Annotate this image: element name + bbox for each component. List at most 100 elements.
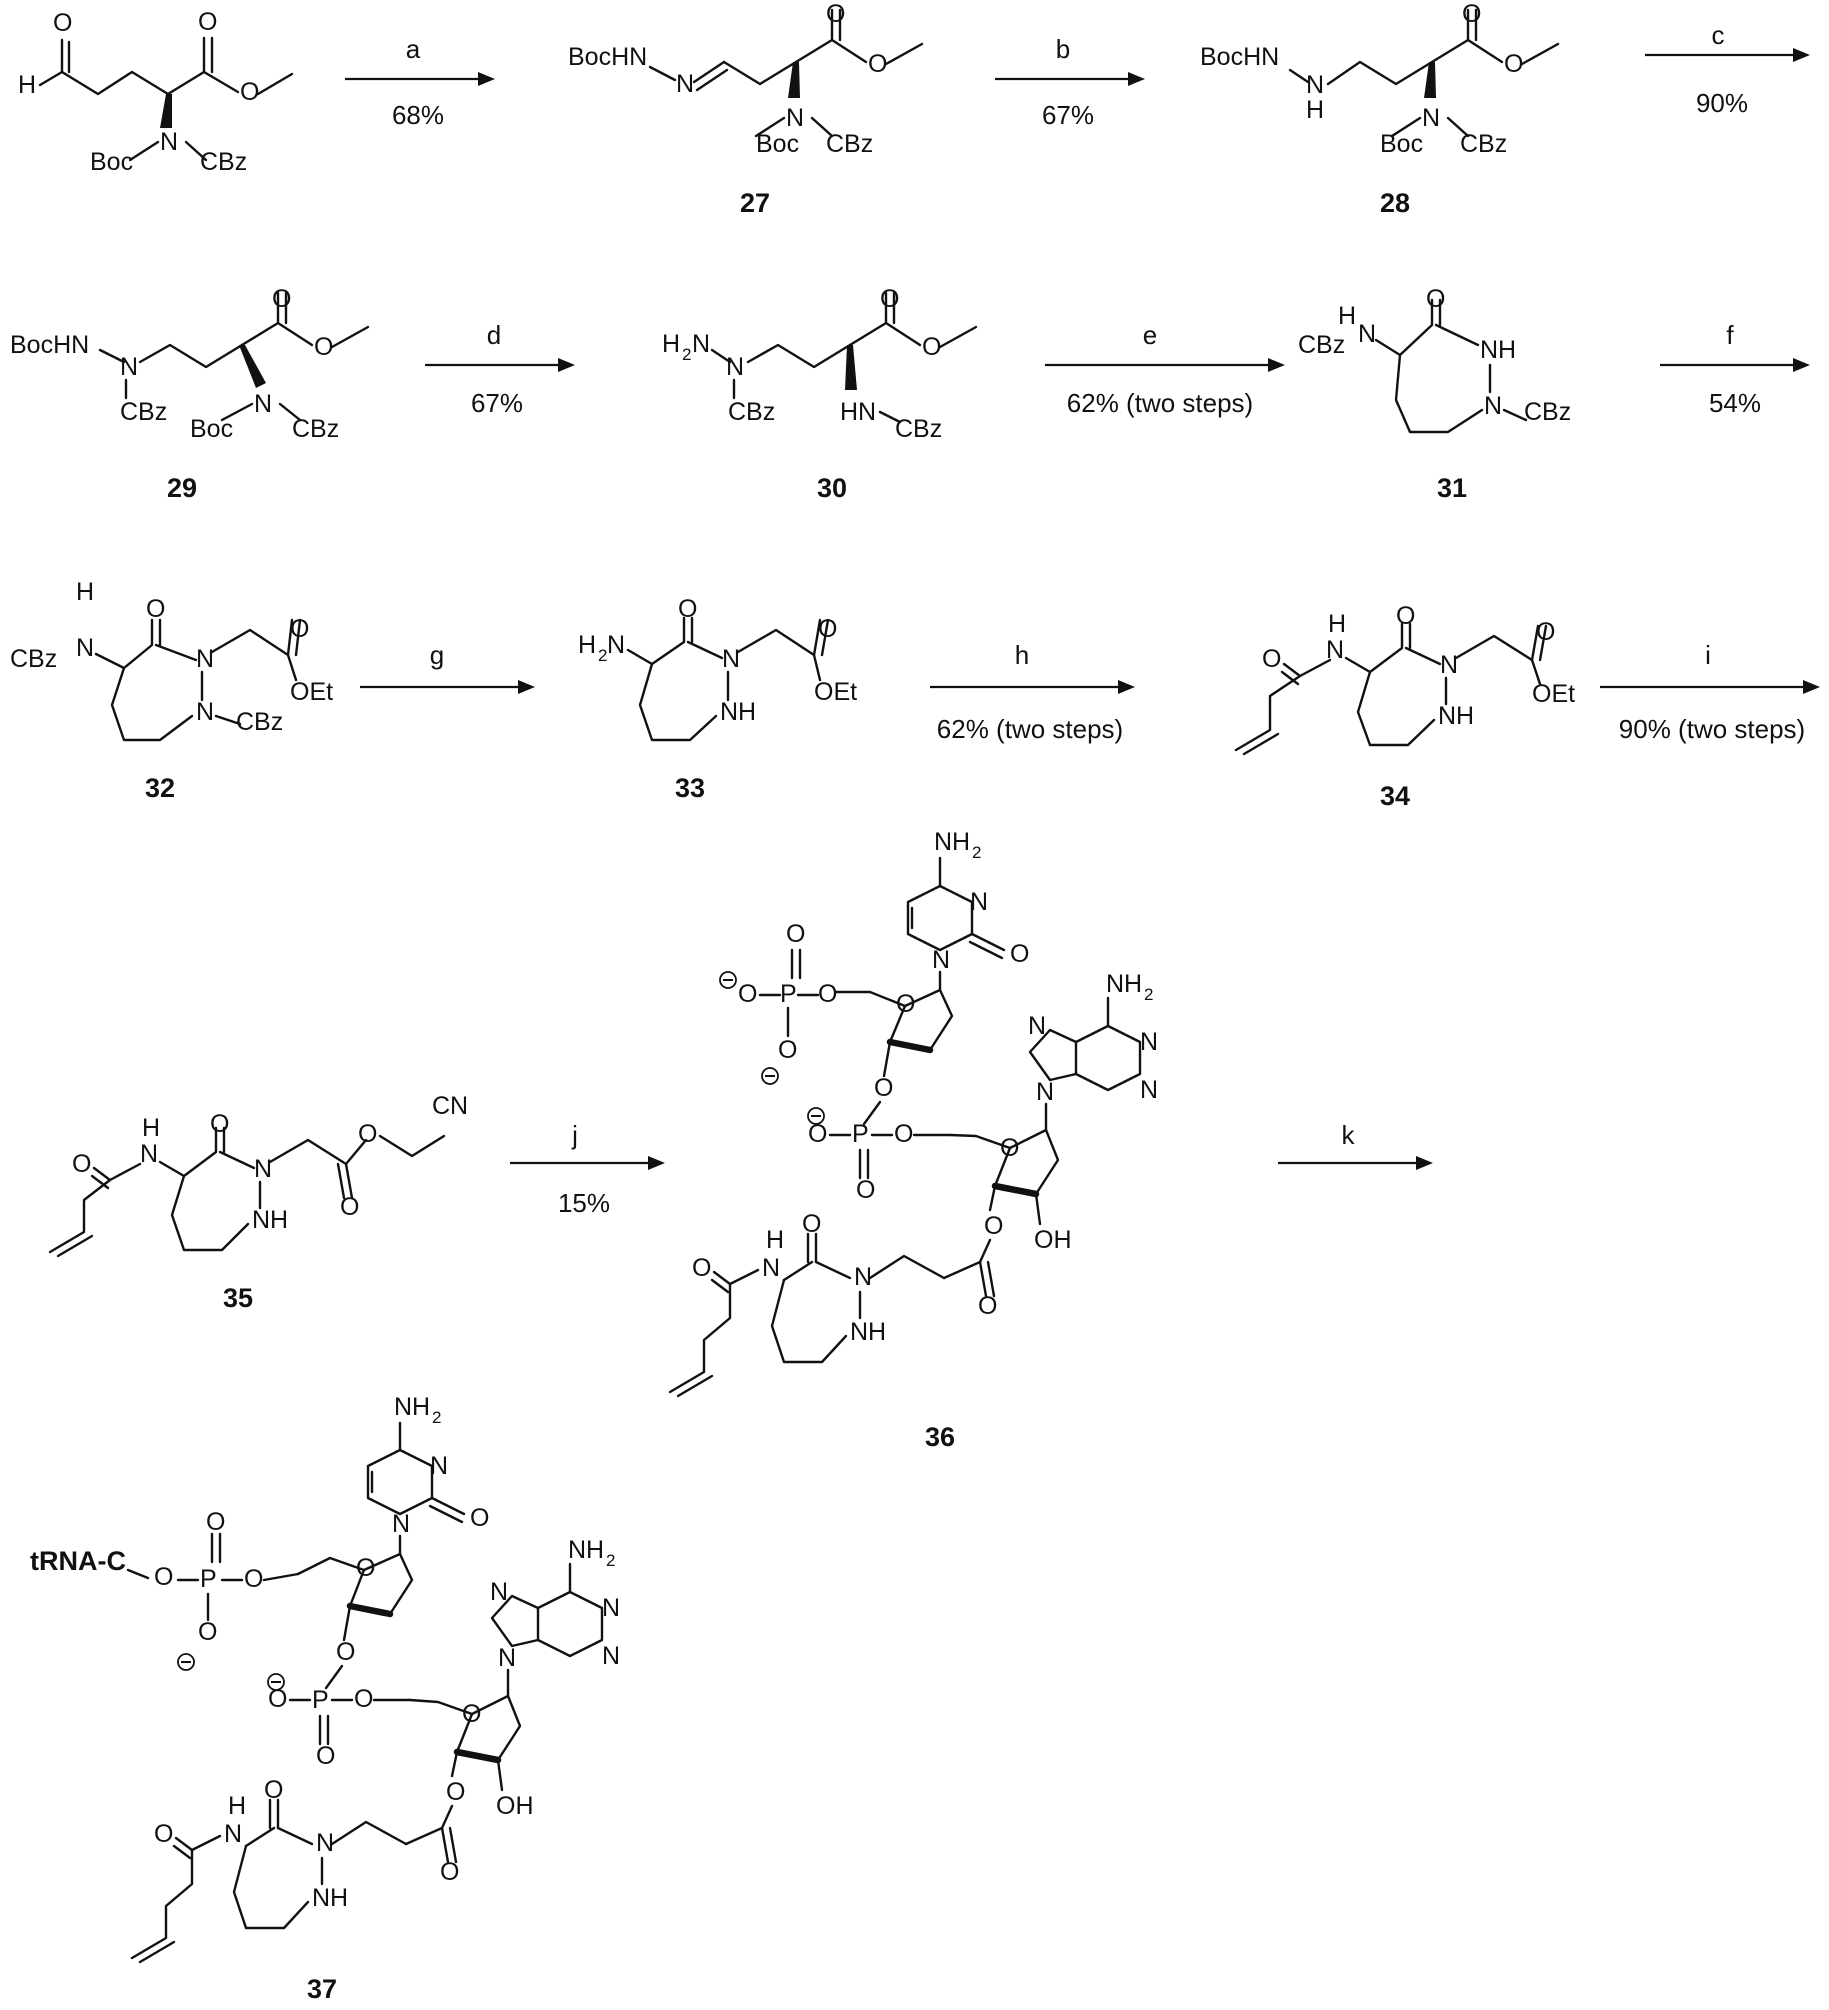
svg-text:O: O — [72, 1150, 91, 1178]
svg-text:62% (two steps): 62% (two steps) — [1067, 388, 1253, 418]
svg-text:Boc: Boc — [1380, 130, 1423, 158]
svg-text:N: N — [1036, 1078, 1054, 1106]
svg-text:N: N — [970, 888, 988, 916]
svg-text:O: O — [358, 1120, 377, 1148]
svg-text:H: H — [142, 1114, 160, 1142]
svg-text:j: j — [571, 1120, 578, 1150]
svg-text:O: O — [818, 980, 837, 1008]
svg-text:30: 30 — [817, 473, 847, 503]
svg-text:2: 2 — [1144, 985, 1153, 1004]
svg-text:P: P — [852, 1120, 869, 1148]
svg-text:O: O — [356, 1554, 375, 1582]
svg-text:N: N — [1140, 1076, 1158, 1104]
svg-text:N: N — [1440, 651, 1458, 679]
svg-text:N: N — [932, 946, 950, 974]
svg-text:CBz: CBz — [895, 415, 942, 443]
svg-text:H: H — [76, 578, 94, 606]
step-c: c 90% — [1645, 20, 1810, 118]
svg-text:N: N — [602, 1642, 620, 1670]
svg-text:67%: 67% — [1042, 100, 1094, 130]
svg-text:N: N — [196, 698, 214, 726]
svg-text:CBz: CBz — [826, 130, 873, 158]
svg-text:2: 2 — [598, 646, 607, 665]
svg-text:OEt: OEt — [290, 678, 333, 706]
svg-text:BocHN: BocHN — [568, 43, 647, 71]
svg-text:O: O — [678, 595, 697, 623]
step-g: g — [360, 640, 535, 694]
svg-text:N: N — [726, 353, 744, 381]
step-b: b 67% — [995, 34, 1145, 130]
svg-text:O: O — [146, 595, 165, 623]
svg-text:36: 36 — [925, 1422, 955, 1452]
step-j: j 15% — [510, 1120, 665, 1218]
svg-text:O: O — [802, 1210, 821, 1238]
svg-text:O: O — [314, 333, 333, 361]
svg-text:g: g — [430, 640, 444, 670]
svg-text:Boc: Boc — [190, 415, 233, 443]
svg-text:O: O — [786, 920, 805, 948]
svg-text:CBz: CBz — [236, 708, 283, 736]
svg-text:O: O — [880, 285, 899, 313]
svg-text:H: H — [766, 1226, 784, 1254]
step-a: a 68% — [345, 34, 495, 130]
svg-text:O: O — [894, 1120, 913, 1148]
svg-text:N: N — [692, 330, 710, 358]
svg-text:N: N — [854, 1263, 872, 1291]
svg-text:N: N — [1028, 1012, 1046, 1040]
svg-text:N: N — [722, 645, 740, 673]
svg-text:N: N — [430, 1452, 448, 1480]
svg-text:CBz: CBz — [10, 645, 57, 673]
svg-text:O: O — [272, 285, 291, 313]
svg-text:NH: NH — [568, 1536, 604, 1564]
svg-text:e: e — [1143, 320, 1157, 350]
svg-text:N: N — [224, 1820, 242, 1848]
svg-text:N: N — [120, 353, 138, 381]
step-k: k — [1278, 1120, 1433, 1170]
svg-text:N: N — [602, 1594, 620, 1622]
svg-text:N: N — [1306, 71, 1324, 99]
svg-text:CBz: CBz — [292, 415, 339, 443]
svg-text:O: O — [978, 1292, 997, 1320]
svg-text:BocHN: BocHN — [1200, 43, 1279, 71]
svg-text:CBz: CBz — [200, 148, 247, 176]
svg-text:O: O — [53, 9, 72, 37]
svg-text:OEt: OEt — [814, 678, 857, 706]
svg-text:N: N — [607, 631, 625, 659]
svg-text:N: N — [1358, 320, 1376, 348]
svg-text:O: O — [336, 1638, 355, 1666]
svg-text:O: O — [868, 50, 887, 78]
svg-text:O: O — [808, 1120, 827, 1148]
svg-text:OEt: OEt — [1532, 680, 1575, 708]
svg-text:N: N — [1140, 1028, 1158, 1056]
svg-text:N: N — [392, 1510, 410, 1538]
svg-text:O: O — [1504, 50, 1523, 78]
svg-text:O: O — [778, 1036, 797, 1064]
svg-text:BocHN: BocHN — [10, 331, 89, 359]
svg-text:O: O — [818, 615, 837, 643]
svg-text:N: N — [196, 645, 214, 673]
svg-text:Boc: Boc — [756, 130, 799, 158]
svg-text:c: c — [1712, 20, 1725, 50]
svg-text:O: O — [206, 1508, 225, 1536]
svg-text:tRNA-C: tRNA-C — [30, 1546, 126, 1576]
svg-text:CBz: CBz — [728, 398, 775, 426]
svg-text:O: O — [198, 8, 217, 36]
svg-text:O: O — [210, 1110, 229, 1138]
svg-text:62% (two steps): 62% (two steps) — [937, 714, 1123, 744]
compound-29: BocHN N CBz O O N Boc CBz 29 — [10, 285, 370, 503]
step-i: i 90% (two steps) — [1600, 640, 1820, 744]
svg-text:N: N — [1484, 392, 1502, 420]
svg-text:2: 2 — [606, 1551, 615, 1570]
svg-text:O: O — [240, 78, 259, 106]
svg-text:P: P — [780, 980, 797, 1008]
svg-text:d: d — [487, 320, 501, 350]
svg-text:O: O — [198, 1618, 217, 1646]
svg-text:NH: NH — [934, 828, 970, 856]
step-f: f 54% — [1660, 320, 1810, 418]
svg-text:N: N — [676, 70, 694, 98]
svg-text:2: 2 — [432, 1408, 441, 1427]
svg-text:N: N — [786, 104, 804, 132]
svg-text:CBz: CBz — [1298, 331, 1345, 359]
compound-37: tRNA-C O P O O O NH 2 N O N O O P O — [30, 1393, 620, 2004]
svg-text:CBz: CBz — [120, 398, 167, 426]
